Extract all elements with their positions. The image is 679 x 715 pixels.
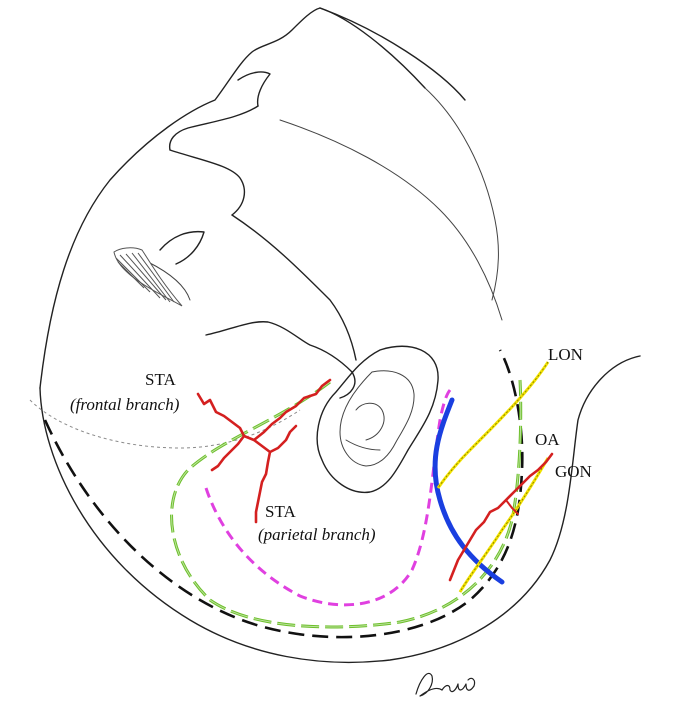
scalp-outline — [39, 355, 641, 664]
gon-label: GON — [555, 462, 592, 481]
lon-label: LON — [548, 345, 583, 364]
sta-parietal-label: STA — [265, 502, 296, 521]
ear-front-contour — [339, 371, 356, 399]
yellow-line-lon — [436, 361, 550, 489]
yellow-line-gon-edge — [459, 457, 549, 593]
sta-artery — [196, 378, 332, 524]
jaw-line — [231, 214, 357, 361]
ear — [316, 345, 439, 494]
black-dashed-line — [43, 349, 524, 639]
sta-parietal-branch-label: (parietal branch) — [258, 525, 376, 544]
eye-crease — [147, 261, 191, 301]
blue-line — [432, 397, 505, 585]
neck-line — [279, 119, 503, 321]
nose-detail — [237, 71, 271, 107]
temple-contour — [205, 321, 353, 373]
eye-lid — [159, 230, 205, 265]
yellow-line-lon-edge — [437, 361, 549, 489]
oa-artery-branch — [505, 499, 519, 515]
neck-upper-contour — [319, 7, 466, 101]
eyebrow-hatch — [113, 247, 183, 307]
sta-frontal-branch-label: (frontal branch) — [70, 395, 180, 414]
chin-detail — [169, 149, 246, 216]
green-dashed-line-inner — [171, 379, 522, 628]
sta-frontal-label: STA — [145, 370, 176, 389]
oa-artery — [448, 452, 554, 582]
artist-signature — [415, 672, 476, 697]
magenta-dashed-line — [204, 389, 452, 607]
face-profile-outline — [39, 7, 426, 389]
mouth-detail — [168, 105, 259, 151]
neck-line-2 — [424, 87, 499, 301]
oa-label: OA — [535, 430, 560, 449]
